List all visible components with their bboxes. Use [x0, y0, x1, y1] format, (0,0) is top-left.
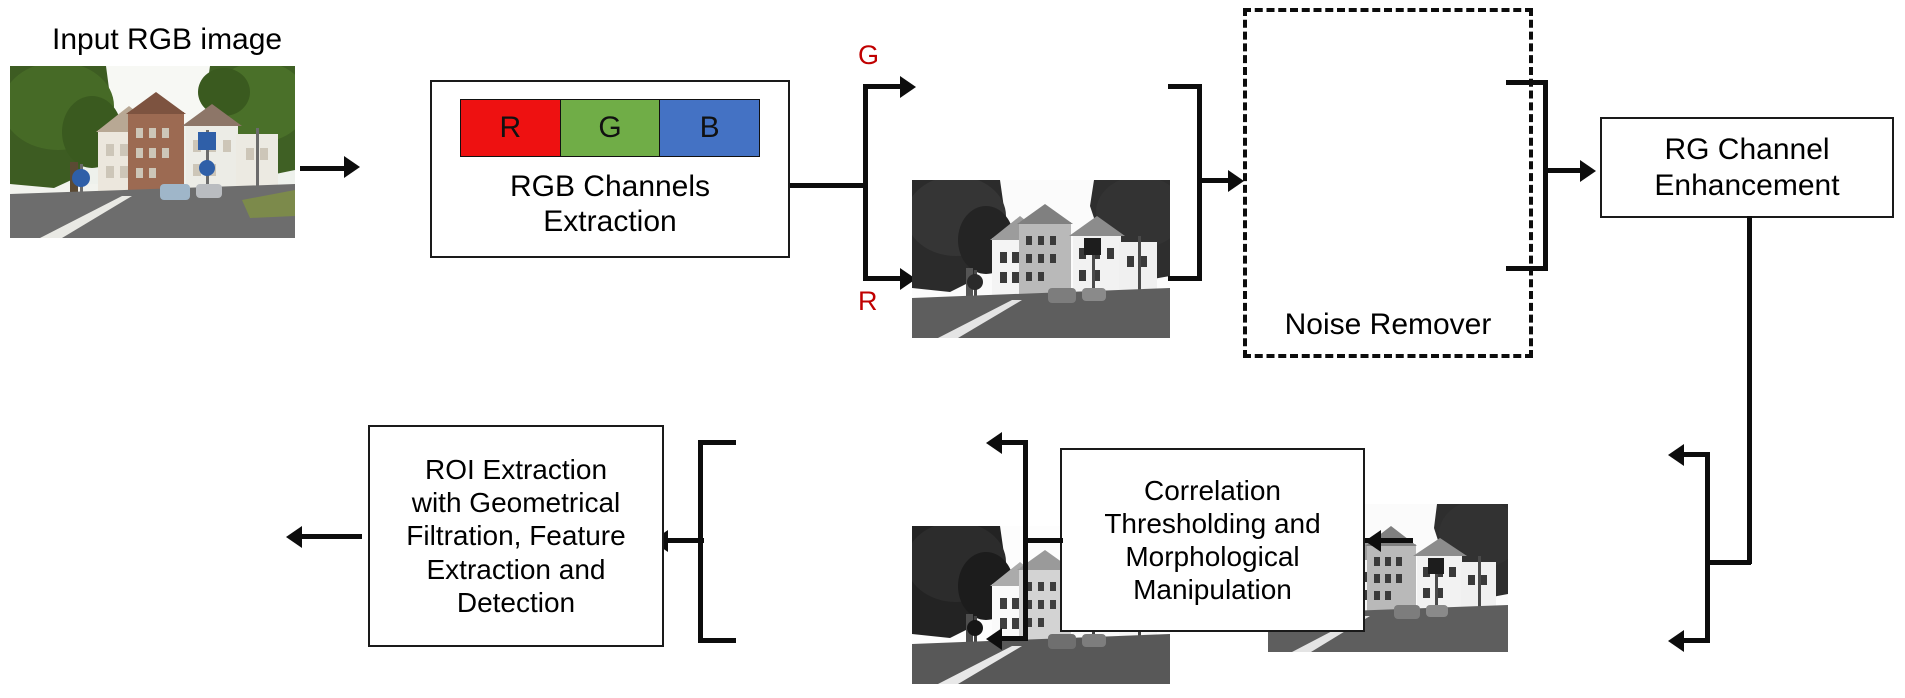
- correlation-line-1: Correlation: [1144, 474, 1281, 506]
- rgb-channel-g-label: G: [598, 110, 622, 144]
- noise-remover-group: [1243, 8, 1533, 358]
- connector-binary-to-roi: [664, 538, 704, 543]
- connector-enhanced-bottom-vertical: [1705, 560, 1710, 642]
- roi-line-3: Filtration, Feature: [406, 520, 626, 552]
- rg-channel-enhancement-box[interactable]: RG Channel Enhancement: [1600, 117, 1894, 218]
- arrow-enhanced-to-correlation-icon: [1365, 530, 1381, 552]
- connector-denoised-red-out: [1506, 266, 1548, 271]
- green-channel-image: [912, 180, 1170, 338]
- connector-to-green-branch: [863, 84, 903, 89]
- connector-to-enhanced-top: [1682, 452, 1710, 457]
- arrow-merge-to-noise-icon: [1228, 170, 1244, 192]
- connector-roi-to-output: [300, 534, 362, 539]
- connector-noise-merge-vertical: [1543, 80, 1548, 271]
- rg-enhancement-line-1: RG Channel: [1664, 133, 1830, 167]
- connector-extraction-out: [790, 183, 868, 188]
- connector-correlation-to-binary-top: [1000, 440, 1028, 445]
- connector-to-red-branch: [863, 276, 903, 281]
- input-image-caption: Input RGB image: [52, 23, 283, 56]
- roi-line-4: Extraction and: [426, 553, 606, 585]
- roi-line-1: ROI Extraction: [424, 454, 608, 486]
- green-channel-label: G: [858, 40, 880, 70]
- roi-line-5: Detection: [456, 586, 576, 618]
- connector-binary-top-out: [698, 440, 736, 445]
- rgb-street-photo-icon: [10, 66, 295, 238]
- arrow-input-to-extraction-icon: [344, 156, 360, 178]
- rgb-channel-r: R: [461, 99, 561, 156]
- rgb-channel-b-label: B: [699, 110, 720, 144]
- connector-denoised-green-out: [1506, 80, 1548, 85]
- connector-split-vertical: [863, 86, 868, 281]
- rgb-channel-strip: R G B: [460, 98, 760, 157]
- arrow-to-enhanced-bottom-icon: [1668, 630, 1684, 652]
- rg-enhancement-line-2: Enhancement: [1654, 168, 1840, 202]
- arrow-correlation-to-binary-top-icon: [986, 432, 1002, 454]
- rgb-extraction-line-2: Extraction: [543, 205, 677, 238]
- connector-green-out: [1168, 84, 1202, 89]
- grayscale-street-photo-green-icon: [912, 180, 1170, 338]
- arrow-roi-to-output-icon: [286, 526, 302, 548]
- arrow-to-enhanced-top-icon: [1668, 444, 1684, 466]
- connector-drop-to-enhanced-images: [1705, 560, 1751, 565]
- connector-enhancement-drop: [1747, 216, 1752, 564]
- connector-binary-bottom-out: [698, 638, 736, 643]
- rgb-channel-r-label: R: [499, 110, 522, 144]
- correlation-line-4: Manipulation: [1133, 574, 1292, 606]
- arrow-noise-to-enhancement-icon: [1580, 160, 1596, 182]
- correlation-thresholding-box[interactable]: Correlation Thresholding and Morphologic…: [1060, 448, 1365, 632]
- red-channel-label: R: [858, 286, 878, 316]
- roi-line-2: with Geometrical: [411, 487, 621, 519]
- rgb-extraction-line-1: RGB Channels: [509, 169, 711, 203]
- connector-to-enhanced-bottom: [1682, 638, 1710, 643]
- roi-extraction-box[interactable]: ROI Extraction with Geometrical Filtrati…: [368, 425, 664, 647]
- connector-correlation-out: [1023, 538, 1063, 543]
- connector-noise-to-enhancement: [1543, 168, 1583, 173]
- arrow-correlation-to-binary-bottom-icon: [986, 628, 1002, 650]
- arrow-to-green-icon: [900, 76, 916, 98]
- noise-remover-label: Noise Remover: [1284, 308, 1492, 341]
- connector-enhanced-split-vertical: [1705, 452, 1710, 564]
- connector-correlation-to-binary-bottom: [1000, 636, 1028, 641]
- rgb-channel-b: B: [660, 99, 760, 156]
- connector-input-to-extraction: [300, 166, 344, 171]
- correlation-line-3: Morphological: [1125, 541, 1300, 572]
- rgb-channel-g: G: [560, 99, 661, 156]
- correlation-line-2: Thresholding and: [1104, 507, 1321, 539]
- rgb-channels-extraction-box[interactable]: R G B RGB Channels Extraction: [430, 80, 790, 258]
- connector-red-out: [1168, 276, 1202, 281]
- connector-enhanced-to-correlation: [1365, 538, 1413, 543]
- input-rgb-image: [10, 66, 295, 238]
- connector-merge-to-noise: [1197, 178, 1231, 183]
